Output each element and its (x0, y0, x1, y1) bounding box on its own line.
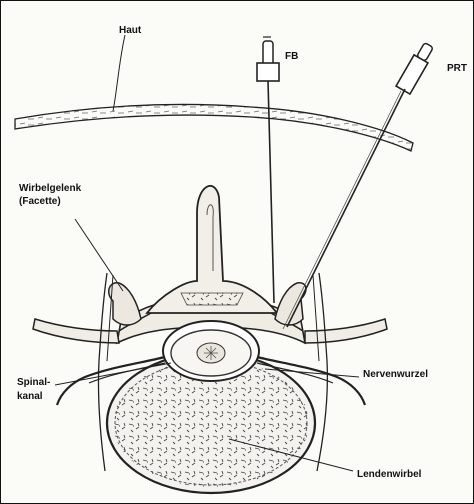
needle-fb (257, 37, 279, 303)
label-nerve-root: Nervenwurzel (363, 369, 428, 380)
label-spinal-canal-sub: kanal (17, 391, 43, 402)
label-skin: Haut (119, 25, 142, 36)
label-needle-fb: FB (285, 51, 298, 62)
label-facet-joint: Wirbelgelenk (19, 183, 82, 194)
facet-leader-line (75, 219, 123, 291)
label-facet-joint-sub: (Facette) (19, 196, 61, 207)
label-vertebral-body: Lendenwirbel (357, 469, 422, 480)
skin-leader-line (113, 35, 125, 111)
transverse-process-left (33, 319, 119, 343)
facet-joint-left (109, 283, 141, 325)
label-spinal-canal: Spinal- (17, 377, 50, 388)
skin-layer (15, 104, 413, 151)
label-needle-prt: PRT (447, 63, 467, 74)
